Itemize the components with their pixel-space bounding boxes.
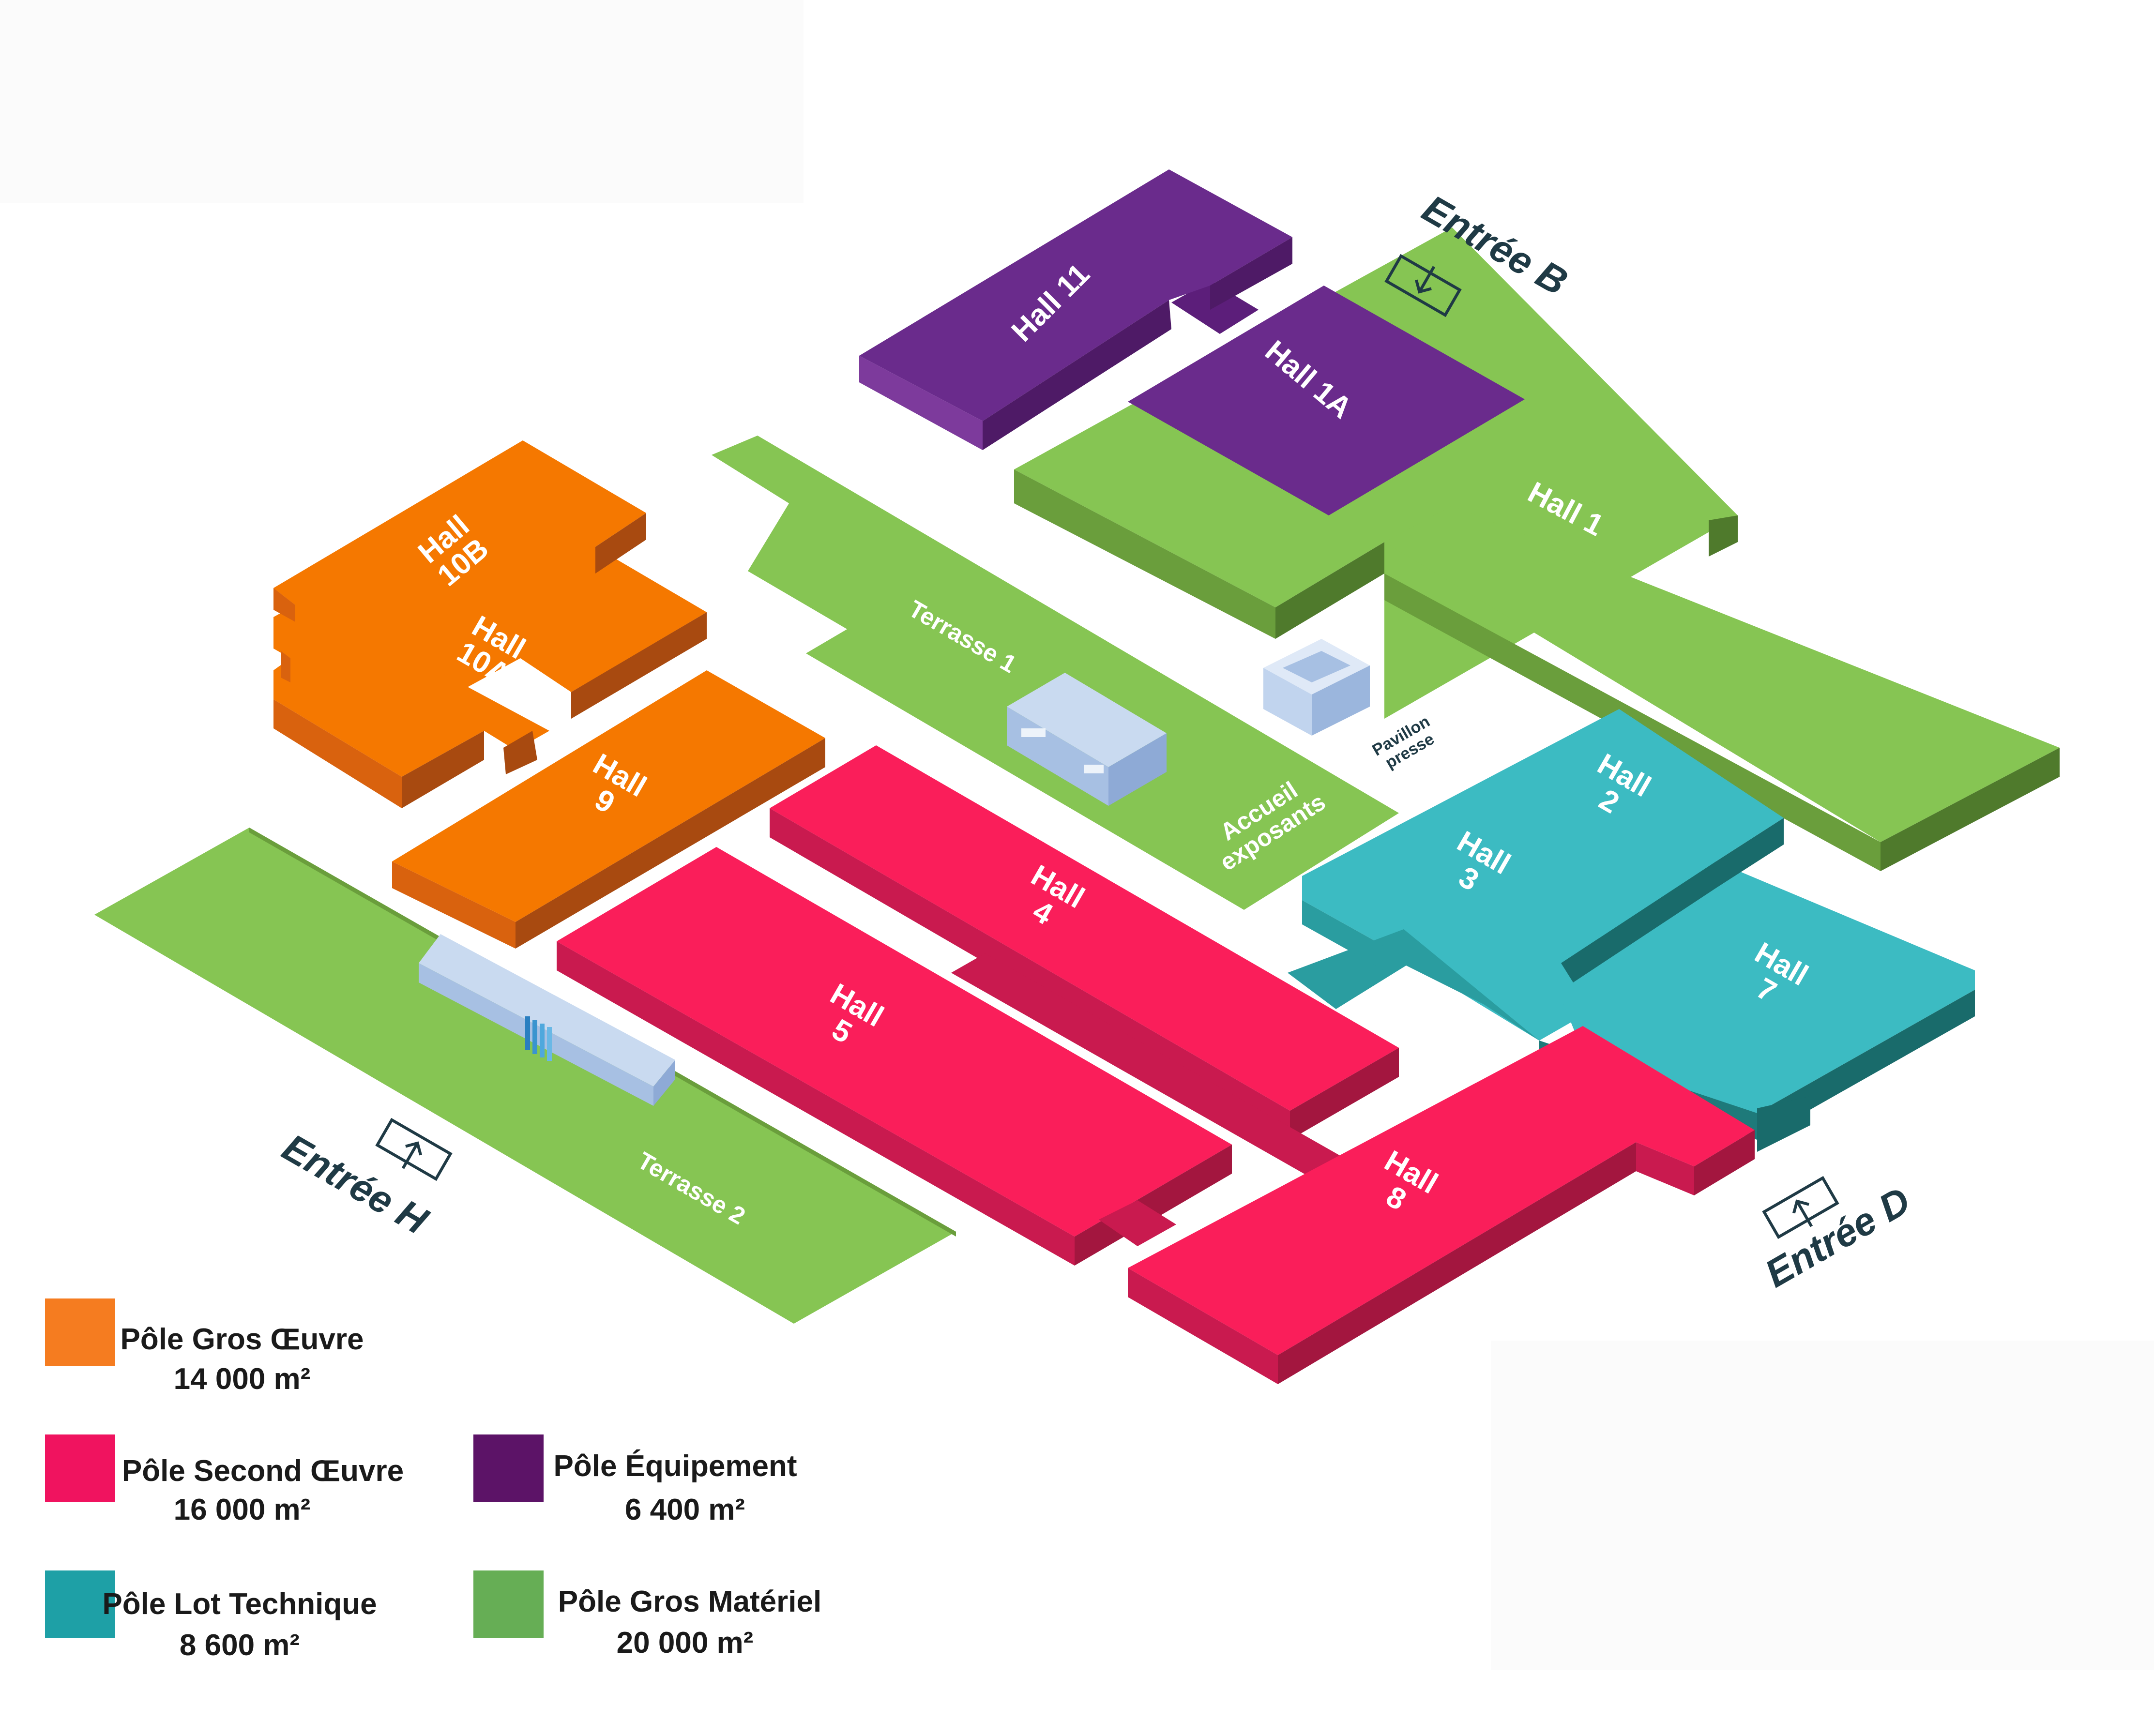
svg-text:Pôle Équipement: Pôle Équipement — [554, 1449, 797, 1483]
pavillon-presse-label: Pavillon presse — [1369, 712, 1438, 772]
svg-text:Pôle Gros Œuvre: Pôle Gros Œuvre — [120, 1323, 364, 1356]
svg-text:Pôle Gros Matériel: Pôle Gros Matériel — [558, 1585, 821, 1618]
pavillon-presse-building — [1263, 639, 1370, 736]
hall-8-block[interactable] — [1099, 1026, 1755, 1384]
entrance-arrow-icon — [1384, 254, 1462, 317]
legend: Pôle Gros Œuvre 14 000 m² Pôle Second Œu… — [45, 1298, 821, 1662]
legend-swatch — [45, 1570, 115, 1638]
svg-text:20 000 m²: 20 000 m² — [617, 1626, 754, 1660]
svg-text:8 600 m²: 8 600 m² — [180, 1629, 300, 1662]
entrance-arrow-icon — [1762, 1176, 1839, 1239]
background-panel — [1491, 1341, 2154, 1670]
svg-text:6 400 m²: 6 400 m² — [625, 1493, 745, 1526]
terrasse-2-building — [419, 934, 675, 1106]
svg-text:Pôle Second Œuvre: Pôle Second Œuvre — [122, 1454, 404, 1488]
legend-item-gros-oeuvre: Pôle Gros Œuvre 14 000 m² — [45, 1298, 364, 1396]
legend-item-second-oeuvre: Pôle Second Œuvre 16 000 m² — [45, 1434, 404, 1526]
entree-d[interactable]: Entrée D — [1758, 1176, 1917, 1296]
hall-5-block[interactable] — [557, 847, 1350, 1266]
background-panel — [0, 0, 804, 203]
entrance-arrow-icon — [375, 1117, 453, 1181]
entree-h[interactable]: Entrée H — [275, 1117, 453, 1243]
gros-oeuvre-block[interactable] — [273, 440, 825, 949]
legend-item-gros-materiel: Pôle Gros Matériel 20 000 m² — [473, 1570, 821, 1660]
accueil-building — [1007, 673, 1167, 806]
svg-text:16 000 m²: 16 000 m² — [174, 1493, 311, 1526]
svg-text:14 000 m²: 14 000 m² — [174, 1362, 311, 1396]
hall-11-block[interactable] — [859, 169, 1292, 450]
legend-swatch — [473, 1570, 544, 1638]
legend-item-equipement: Pôle Équipement 6 400 m² — [473, 1434, 797, 1526]
lot-technique-block[interactable] — [1288, 709, 1975, 1152]
legend-swatch — [45, 1298, 115, 1366]
entree-h-label: Entrée H — [275, 1125, 436, 1243]
hall-1a-block[interactable] — [1128, 281, 1525, 515]
entree-d-label: Entrée D — [1758, 1178, 1917, 1296]
terrasse-1[interactable] — [712, 436, 1399, 910]
legend-item-lot-technique: Pôle Lot Technique 8 600 m² — [45, 1570, 377, 1662]
legend-swatch — [473, 1434, 544, 1502]
svg-text:Pôle Lot Technique: Pôle Lot Technique — [102, 1587, 377, 1621]
legend-swatch — [45, 1434, 115, 1502]
